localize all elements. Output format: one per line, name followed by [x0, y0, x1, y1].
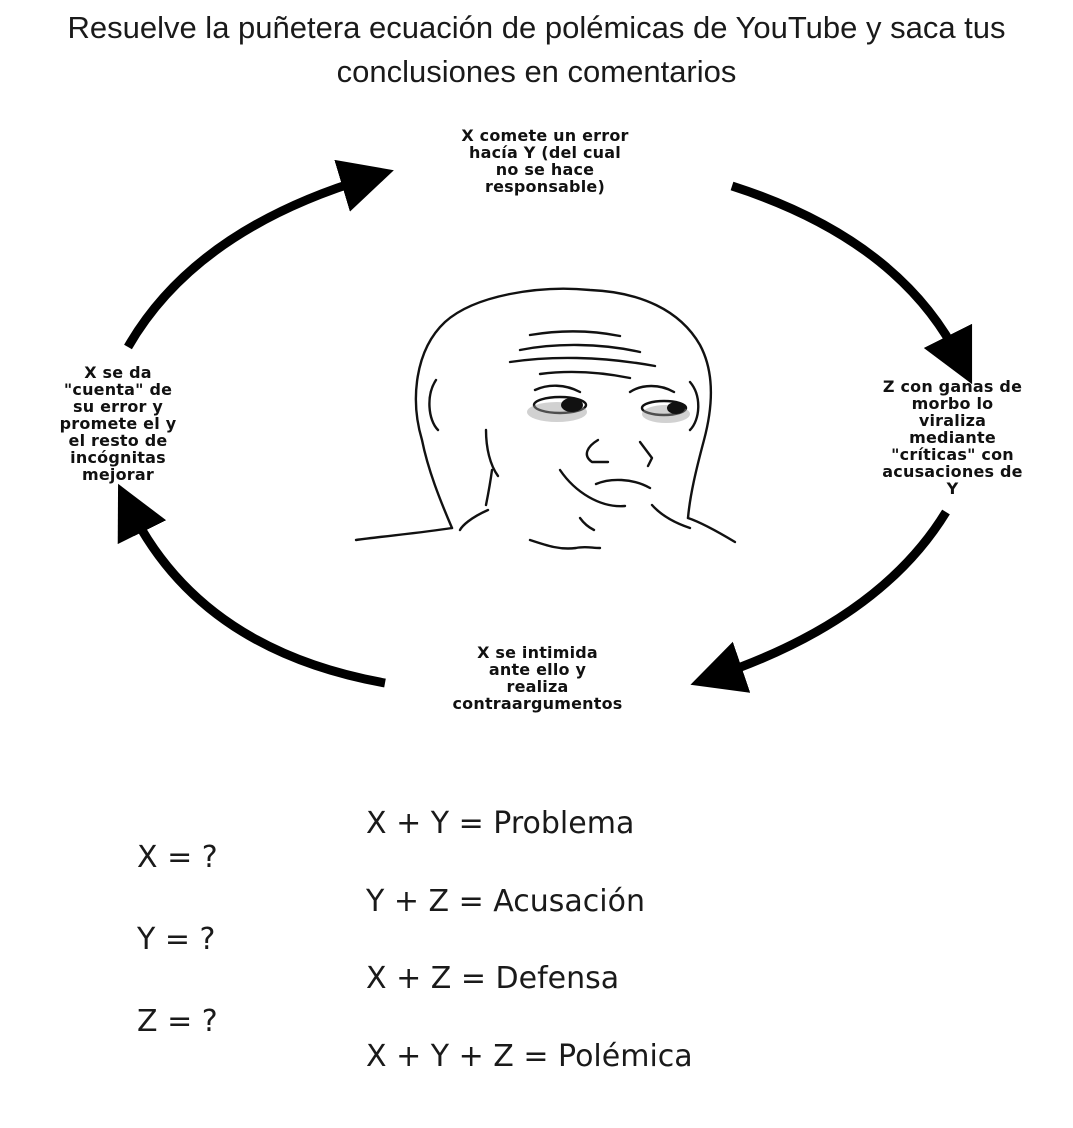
cycle-step-left: X se da "cuenta" de su error y promete e…	[59, 363, 177, 484]
page-title: Resuelve la puñetera ecuación de polémic…	[0, 6, 1073, 94]
equation-acusacion: Y + Z = Acusación	[366, 884, 646, 919]
equation-problema: X + Y = Problema	[366, 806, 635, 841]
arrow-bottom-to-left	[117, 483, 386, 688]
cycle-step-top: X comete un error hacía Y (del cual no s…	[461, 126, 629, 196]
unknown-x: X = ?	[137, 840, 218, 875]
unknown-z: Z = ?	[137, 1004, 218, 1039]
equation-polemica: X + Y + Z = Polémica	[366, 1039, 693, 1074]
eye-shadows	[527, 402, 690, 423]
equation-defensa: X + Z = Defensa	[366, 961, 620, 996]
arrow-right-to-bottom	[690, 509, 950, 693]
sad-face-illustration	[354, 287, 737, 550]
pupils	[561, 398, 685, 414]
arrow-top-to-right	[730, 181, 973, 385]
title-line-2: conclusiones en comentarios	[336, 54, 737, 89]
cycle-step-bottom: X se intimida ante ello y realiza contra…	[452, 643, 623, 713]
cycle-step-right: Z con ganas de morbo lo viraliza mediant…	[882, 377, 1023, 498]
arrow-left-to-top	[124, 159, 394, 350]
unknown-y: Y = ?	[137, 922, 216, 957]
title-line-1: Resuelve la puñetera ecuación de polémic…	[67, 10, 1006, 45]
